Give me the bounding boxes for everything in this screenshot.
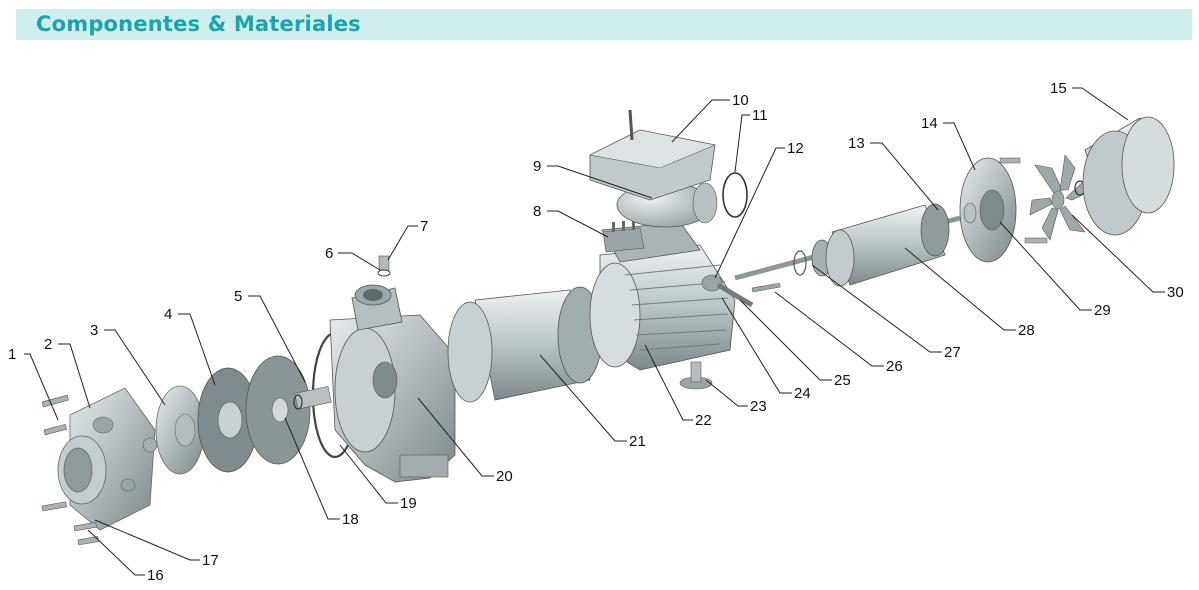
part-terminal-block [602, 220, 645, 253]
callout-16: 16 [147, 567, 164, 584]
part-rear-flange [959, 157, 1048, 263]
callout-17: 17 [202, 552, 219, 569]
callout-24: 24 [794, 385, 811, 402]
part-terminal-cover [589, 109, 717, 201]
part-impeller [245, 355, 311, 465]
callout-28: 28 [1018, 322, 1035, 339]
callout-1: 1 [8, 346, 16, 363]
callout-labels: 1 2 3 4 5 6 7 8 9 10 11 12 13 14 15 16 1… [8, 80, 1184, 584]
part-mechanical-seal [293, 386, 332, 410]
callout-23: 23 [750, 398, 767, 415]
callout-12: 12 [787, 140, 804, 157]
part-stator [447, 286, 603, 403]
callout-11: 11 [752, 107, 768, 124]
part-fan-cover [1082, 116, 1175, 236]
callout-29: 29 [1094, 302, 1111, 319]
part-front-flange [57, 387, 156, 531]
callout-25: 25 [834, 372, 851, 389]
part-diffuser [197, 367, 259, 473]
callout-5: 5 [234, 288, 242, 305]
part-cable-gland [701, 274, 754, 308]
callout-30: 30 [1167, 284, 1184, 301]
callout-6: 6 [325, 245, 333, 262]
callout-15: 15 [1050, 80, 1067, 97]
part-bolts-front [41, 394, 99, 546]
callout-26: 26 [886, 358, 903, 375]
callout-7: 7 [420, 218, 428, 235]
part-key [751, 282, 781, 293]
part-pump-body [329, 284, 456, 483]
part-foot [679, 361, 713, 390]
callout-20: 20 [496, 468, 513, 485]
callout-19: 19 [400, 495, 417, 512]
callout-2: 2 [44, 336, 52, 353]
part-drain-plug [377, 255, 391, 277]
header-bar: Componentes & Materiales [16, 9, 1192, 40]
callout-13: 13 [848, 135, 865, 152]
callout-4: 4 [164, 306, 172, 323]
callout-18: 18 [342, 511, 359, 528]
leader-lines [24, 87, 1165, 576]
callout-14: 14 [921, 115, 938, 132]
part-fan [1029, 154, 1091, 241]
part-rotor [825, 203, 950, 287]
callout-22: 22 [695, 412, 712, 429]
callout-3: 3 [90, 322, 98, 339]
callout-9: 9 [533, 158, 541, 175]
callout-27: 27 [944, 344, 961, 361]
callout-8: 8 [533, 203, 541, 220]
page-title: Componentes & Materiales [36, 12, 361, 36]
part-gasket-11 [722, 172, 748, 218]
part-motor-housing [589, 221, 736, 371]
callout-10: 10 [732, 92, 749, 109]
callout-21: 21 [629, 433, 646, 450]
